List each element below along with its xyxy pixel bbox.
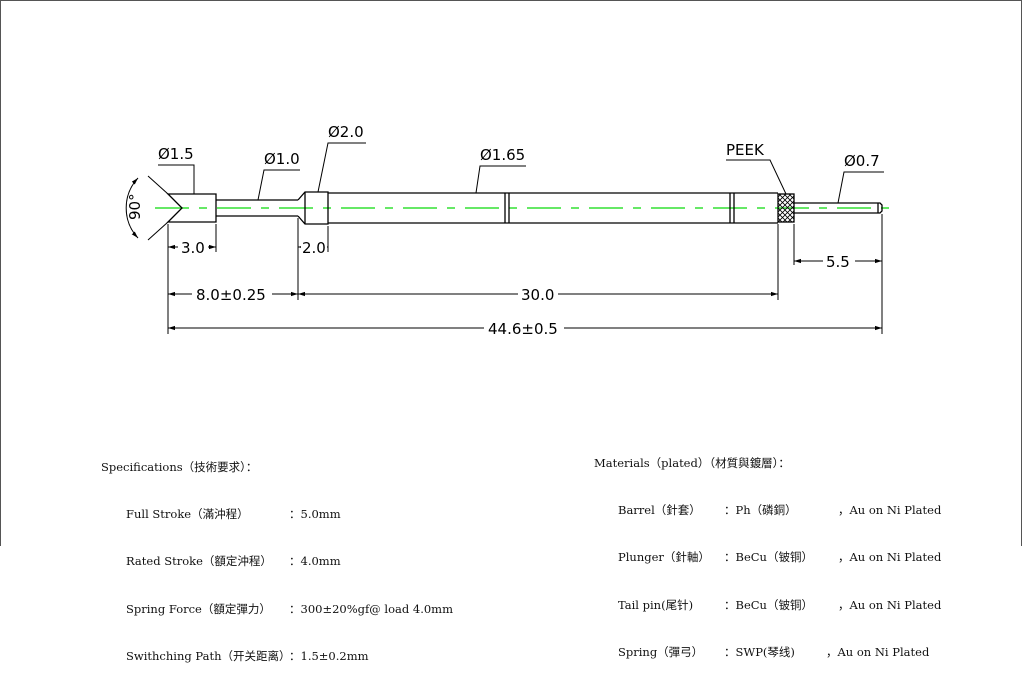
collar-length-label: 2.0	[302, 239, 326, 257]
material-part: Tail pin(尾针)	[618, 597, 694, 612]
peek-label: PEEK	[726, 141, 765, 159]
spec-value: ：1.5±0.2mm	[289, 649, 369, 664]
barrel-length-label: 30.0	[521, 286, 554, 304]
tail-pin	[794, 202, 883, 214]
material-part: Spring（彈弓）	[618, 645, 704, 660]
plunger-collar	[297, 191, 329, 225]
probe-drawing: 90° Ø1.5 Ø1.0 Ø2.0 Ø1.65 PEEK Ø0.7 3.0 2…	[0, 0, 1022, 546]
material-row: Barrel（針套） ：Ph（磷銅） ，Au on Ni Plated	[594, 503, 1014, 519]
spec-row: Full Stroke（滿沖程） ：5.0mm	[101, 507, 481, 523]
tip-diameter-label: Ø1.5	[158, 145, 194, 163]
drawing-sheet: 90° Ø1.5 Ø1.0 Ø2.0 Ø1.65 PEEK Ø0.7 3.0 2…	[0, 0, 1022, 663]
material-plating: ，Au on Ni Plated	[838, 502, 942, 517]
leaders	[158, 142, 884, 204]
material-part: Barrel（針套）	[618, 502, 701, 517]
peek-insulator	[777, 193, 795, 223]
spec-label: Rated Stroke（額定沖程）	[126, 554, 272, 569]
tip-head	[166, 193, 217, 223]
barrel-diameter-label: Ø1.65	[480, 146, 525, 164]
collar-diameter-label: Ø2.0	[328, 123, 364, 141]
extension-lines	[167, 214, 883, 334]
material-name: ：BeCu（铍铜）	[724, 550, 813, 565]
tip-length-label: 3.0	[181, 239, 205, 257]
material-row: Spring（彈弓） ：SWP(琴线) ，Au on Ni Plated	[594, 645, 1014, 661]
probe-body	[166, 191, 883, 225]
spec-row: Swithching Path（开关距离）：1.5±0.2mm	[101, 649, 481, 665]
spec-label: Full Stroke（滿沖程）	[126, 506, 249, 521]
tail-length-label: 5.5	[826, 253, 850, 271]
plunger-length-label: 8.0±0.25	[196, 286, 266, 304]
angle-mark	[125, 175, 169, 241]
spec-label: Swithching Path（开关距离）	[126, 649, 291, 664]
drawing-frame	[0, 0, 1022, 546]
material-name: ：SWP(琴线)	[724, 645, 795, 660]
angle-label: 90°	[126, 193, 144, 220]
neck-diameter-label: Ø1.0	[264, 150, 300, 168]
spec-row: Rated Stroke（額定沖程） ：4.0mm	[101, 554, 481, 570]
tail-diameter-label: Ø0.7	[844, 152, 880, 170]
materials-title: Materials（plated）（材質與鍍層）：	[594, 455, 790, 470]
spec-row: Spring Force（額定彈力） ：300±20%gf@ load 4.0mm	[101, 602, 481, 618]
specifications-block: Specifications（技術要求）： Full Stroke（滿沖程） ：5…	[101, 428, 481, 681]
spec-value: ：300±20%gf@ load 4.0mm	[289, 601, 453, 616]
specifications-title: Specifications（技術要求）：	[101, 459, 258, 474]
barrel	[328, 192, 778, 224]
spec-value: ：5.0mm	[289, 506, 341, 521]
material-plating: ，Au on Ni Plated	[838, 550, 942, 565]
material-name: ：Ph（磷銅）	[724, 502, 797, 517]
spec-value: ：4.0mm	[289, 554, 341, 569]
material-part: Plunger（針軸）	[618, 550, 710, 565]
spec-label: Spring Force（額定彈力）	[126, 601, 271, 616]
material-plating: ，Au on Ni Plated	[838, 597, 942, 612]
material-row: Tail pin(尾针) ：BeCu（铍铜） ，Au on Ni Plated	[594, 598, 1014, 614]
material-plating: ，Au on Ni Plated	[826, 645, 930, 660]
plunger-neck	[216, 199, 298, 217]
overall-length-label: 44.6±0.5	[488, 320, 558, 338]
materials-block: Materials（plated）（材質與鍍層）： Barrel（針套） ：Ph（…	[594, 424, 1014, 677]
material-row: Plunger（針軸） ：BeCu（铍铜） ，Au on Ni Plated	[594, 550, 1014, 566]
material-name: ：BeCu（铍铜）	[724, 597, 813, 612]
